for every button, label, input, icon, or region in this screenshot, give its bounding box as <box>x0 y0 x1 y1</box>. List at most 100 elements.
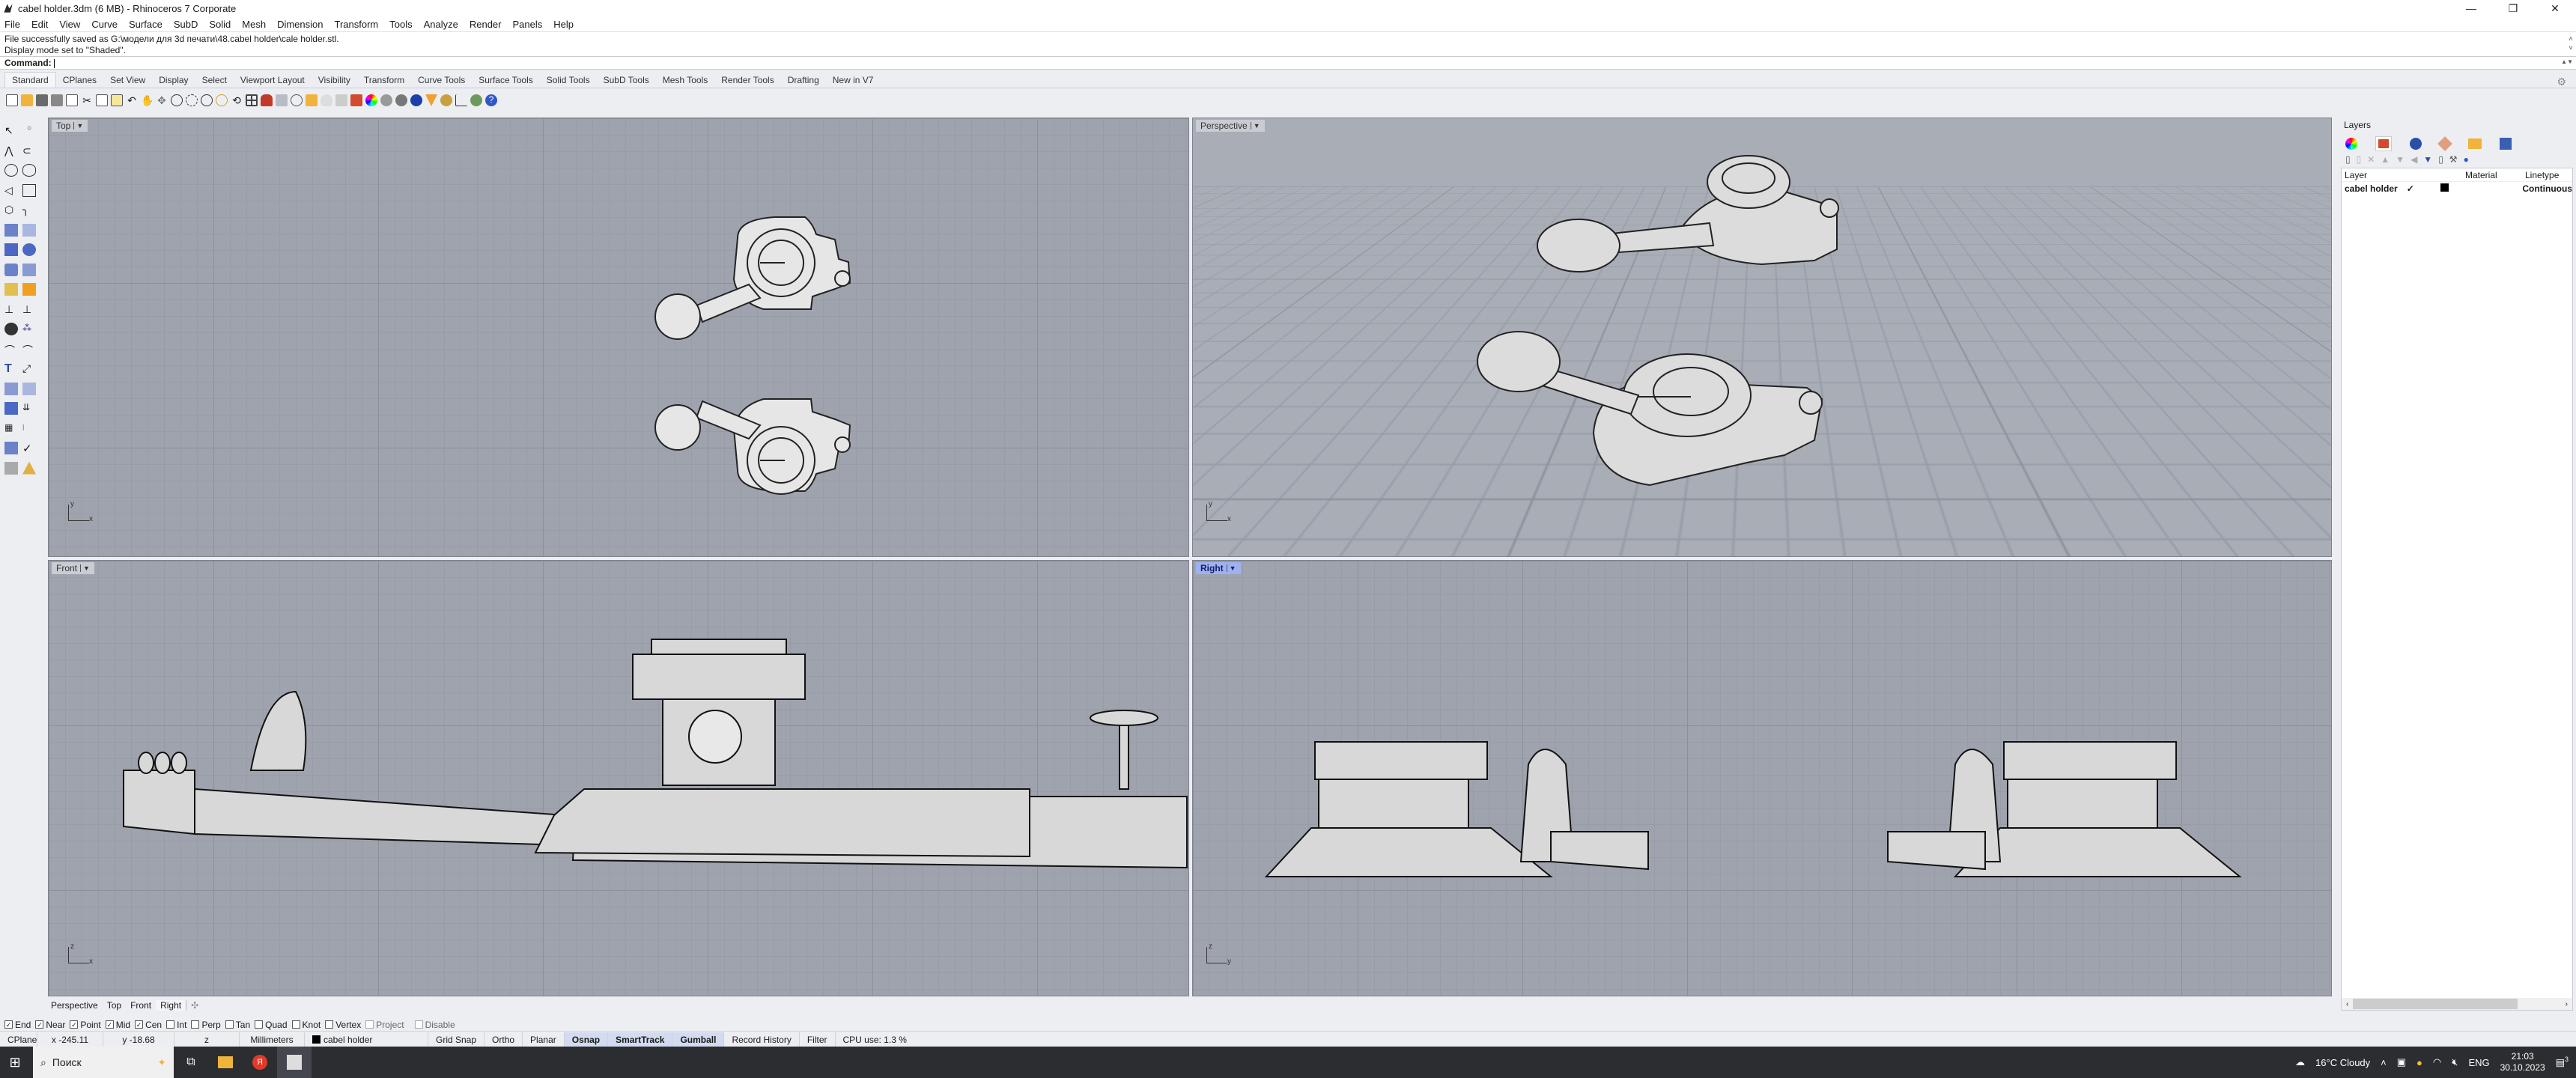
polygon-icon[interactable]: ⬡ <box>4 204 14 216</box>
block-icon[interactable] <box>4 402 18 415</box>
print-icon[interactable] <box>51 94 63 106</box>
curve-icon[interactable]: ⊂ <box>22 144 31 156</box>
osnap-vertex[interactable]: Vertex <box>325 1020 361 1030</box>
lightbulb-icon[interactable] <box>321 94 332 106</box>
cut-icon[interactable]: ✂ <box>82 94 91 106</box>
viewport-label-perspective[interactable]: Perspective▼ <box>1196 120 1265 132</box>
circle-tool-icon[interactable] <box>4 164 18 177</box>
zoom-in-icon[interactable] <box>171 94 183 106</box>
osnap-mid[interactable]: ✓Mid <box>105 1019 131 1030</box>
delete-layer-icon[interactable]: ✕ <box>2367 154 2375 165</box>
copy-icon[interactable] <box>96 94 108 106</box>
close-button[interactable]: ✕ <box>2551 1 2560 14</box>
restore-button[interactable]: ❐ <box>2508 1 2518 14</box>
units[interactable]: Millimeters <box>240 1032 305 1047</box>
task-view-icon[interactable]: ⧉ <box>186 1056 195 1068</box>
viewport-label-front[interactable]: Front▼ <box>52 562 94 574</box>
command-spinner[interactable]: ▲▼ <box>2561 58 2573 65</box>
zoom-extents-icon[interactable] <box>201 94 213 106</box>
command-input[interactable] <box>53 58 55 68</box>
history-icon[interactable]: ⧘ <box>22 421 25 433</box>
tab-render-tools[interactable]: Render Tools <box>721 75 774 85</box>
language-indicator[interactable]: ENG <box>2468 1056 2490 1068</box>
fillet-curve-icon[interactable]: ╮ <box>22 204 29 216</box>
check-icon[interactable]: ✓ <box>22 442 32 455</box>
grid-array-icon[interactable]: ▦ <box>4 421 13 433</box>
menu-subd[interactable]: SubD <box>173 18 198 30</box>
group-icon[interactable] <box>4 323 18 335</box>
wifi-icon[interactable]: ◠ <box>2432 1056 2442 1068</box>
point-icon[interactable]: ○ <box>26 124 32 133</box>
help-icon[interactable]: ? <box>485 94 497 106</box>
gear-icon[interactable]: ⚙ <box>2557 76 2566 88</box>
osnap-near[interactable]: ✓Near <box>35 1019 66 1030</box>
meet-icon[interactable]: ▣ <box>2396 1056 2407 1068</box>
chevron-down-icon[interactable]: ▼ <box>1250 122 1260 130</box>
tab-transform[interactable]: Transform <box>363 75 405 85</box>
tab-new-in-v7[interactable]: New in V7 <box>832 75 874 85</box>
explode-icon[interactable] <box>22 283 36 296</box>
menu-solid[interactable]: Solid <box>209 18 231 30</box>
record-history-toggle[interactable]: Record History <box>724 1032 800 1047</box>
taskbar-search[interactable]: ⌕Поиск✦ <box>33 1047 174 1078</box>
solid-edit-icon[interactable] <box>4 461 18 475</box>
layer-row[interactable]: cabel holder ✓ Continuous <box>2345 183 2572 194</box>
fillet-edge-icon[interactable]: ⌒ <box>4 344 15 356</box>
orient-icon[interactable] <box>22 382 36 395</box>
view-tab-right[interactable]: Right <box>156 1000 187 1011</box>
new-file-icon[interactable] <box>6 94 18 106</box>
chevron-down-icon[interactable]: ▼ <box>73 122 83 130</box>
command-line[interactable]: Command: ▲▼ <box>0 57 2576 70</box>
import-icon[interactable] <box>66 94 78 106</box>
osnap-cen[interactable]: ✓Cen <box>135 1019 162 1030</box>
box-icon[interactable] <box>4 243 18 256</box>
rhino-taskbar-icon[interactable] <box>277 1047 312 1078</box>
cylinder-icon[interactable] <box>4 263 18 276</box>
tab-curve-tools[interactable]: Curve Tools <box>418 75 466 85</box>
grid-snap-toggle[interactable]: Grid Snap <box>428 1032 485 1047</box>
array-icon[interactable] <box>4 382 18 395</box>
color-wheel-icon[interactable] <box>365 94 377 106</box>
planar-toggle[interactable]: Planar <box>523 1032 565 1047</box>
move-icon[interactable]: ⤢ <box>22 362 31 374</box>
wireframe-sphere-icon[interactable] <box>380 94 392 106</box>
boolean-union-icon[interactable] <box>22 243 36 256</box>
text-icon[interactable]: T <box>4 362 12 375</box>
car-render-icon[interactable] <box>261 94 273 106</box>
menu-dimension[interactable]: Dimension <box>277 18 323 30</box>
four-viewports-icon[interactable] <box>246 94 258 106</box>
pan-hand-icon[interactable]: ✋ <box>141 94 154 106</box>
offset-curve-icon[interactable]: ⌒ <box>22 344 33 356</box>
osnap-project[interactable]: Project <box>365 1020 404 1030</box>
tab-set-view[interactable]: Set View <box>110 75 146 85</box>
circle-icon[interactable] <box>291 94 303 106</box>
yandex-browser-icon[interactable]: Я <box>243 1055 277 1070</box>
osnap-tan[interactable]: Tan <box>225 1020 250 1030</box>
mesh-icon[interactable] <box>22 263 36 276</box>
tab-cplanes[interactable]: CPlanes <box>62 75 97 85</box>
surface-points-icon[interactable] <box>4 223 18 237</box>
map-icon[interactable] <box>470 94 482 106</box>
weather-text[interactable]: 16°C Cloudy <box>2315 1056 2371 1068</box>
render-tab-icon[interactable] <box>2410 138 2422 150</box>
new-sublayer-icon[interactable]: ▯ <box>2356 154 2362 165</box>
view-tab-top[interactable]: Top <box>106 1000 122 1011</box>
ellipse-icon[interactable] <box>22 164 36 177</box>
onedrive-warning-icon[interactable]: ● <box>2416 1056 2422 1068</box>
filter-toggle[interactable]: Filter <box>800 1032 836 1047</box>
osnap-disable[interactable]: Disable <box>414 1020 455 1030</box>
paste-icon[interactable] <box>111 94 123 106</box>
viewport-label-right[interactable]: Right▼ <box>1196 562 1241 574</box>
options-gear-icon[interactable] <box>440 94 452 106</box>
menu-help[interactable]: Help <box>553 18 574 30</box>
menu-render[interactable]: Render <box>469 18 502 30</box>
osnap-end[interactable]: ✓End <box>4 1019 31 1030</box>
open-folder-icon[interactable] <box>21 94 33 106</box>
move-out-icon[interactable]: ◀ <box>2411 154 2418 165</box>
rendered-sphere-icon[interactable] <box>410 94 422 106</box>
command-history[interactable]: File successfully saved as G:\модели для… <box>0 31 2576 57</box>
dimension-icon[interactable] <box>455 94 467 106</box>
current-layer[interactable]: cabel holder <box>305 1032 428 1047</box>
